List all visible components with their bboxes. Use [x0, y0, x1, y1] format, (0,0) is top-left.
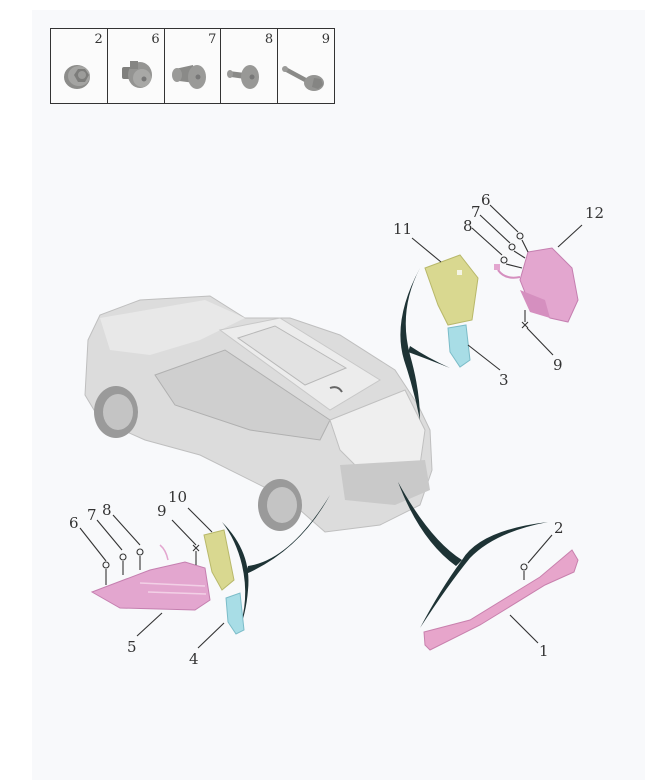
tail-lamp-12[interactable]: [494, 247, 579, 323]
hex-bolt-icon: [282, 66, 325, 91]
callout-8-lower: 8: [102, 501, 112, 519]
legend-number: 9: [321, 32, 330, 47]
legend-cell-8[interactable]: 8: [221, 29, 279, 103]
callout-9-lower: 9: [157, 502, 167, 520]
callout-1: 1: [539, 642, 549, 660]
reflector-4[interactable]: [225, 592, 245, 635]
legend-cell-7[interactable]: 7: [165, 29, 222, 103]
legend-number: 2: [94, 32, 103, 47]
callout-hub-lower-left: [222, 495, 330, 632]
gasket-11[interactable]: [424, 254, 479, 326]
leader-lines: [79, 204, 583, 649]
callout-7-upper: 7: [471, 203, 481, 221]
callout-6-upper: 6: [481, 191, 491, 209]
callout-11: 11: [393, 220, 413, 238]
callout-7-lower: 7: [87, 506, 97, 524]
callout-hub-upper: [400, 268, 450, 420]
callout-3: 3: [499, 371, 509, 389]
gasket-10[interactable]: [203, 529, 235, 591]
flat-head-bolt-icon: [227, 65, 260, 89]
tail-lamp-5[interactable]: [90, 544, 211, 611]
bushing-icon: [171, 65, 206, 89]
flange-nut-icon: [64, 65, 90, 89]
legend-number: 7: [208, 32, 217, 47]
callout-12: 12: [585, 204, 605, 222]
callout-10: 10: [168, 488, 188, 506]
callout-8-upper: 8: [463, 217, 473, 235]
legend-cell-6[interactable]: 6: [108, 29, 165, 103]
callout-5: 5: [127, 638, 137, 656]
fastener-legend: 2 6 7 8: [50, 28, 335, 104]
legend-cell-9[interactable]: 9: [278, 29, 334, 103]
bumper-beam-1[interactable]: [423, 549, 579, 651]
callout-6-lower: 6: [69, 514, 79, 532]
callout-hub-lower-right: [398, 482, 548, 628]
callout-2: 2: [554, 519, 564, 537]
suv-vehicle-illustration: [84, 295, 433, 533]
callout-9-upper: 9: [553, 356, 563, 374]
callout-4: 4: [189, 650, 199, 668]
reflector-3[interactable]: [447, 324, 471, 368]
legend-cell-2[interactable]: 2: [51, 29, 108, 103]
legend-number: 8: [264, 32, 274, 47]
legend-number: 6: [151, 32, 160, 47]
clip-nut-icon: [121, 61, 152, 88]
